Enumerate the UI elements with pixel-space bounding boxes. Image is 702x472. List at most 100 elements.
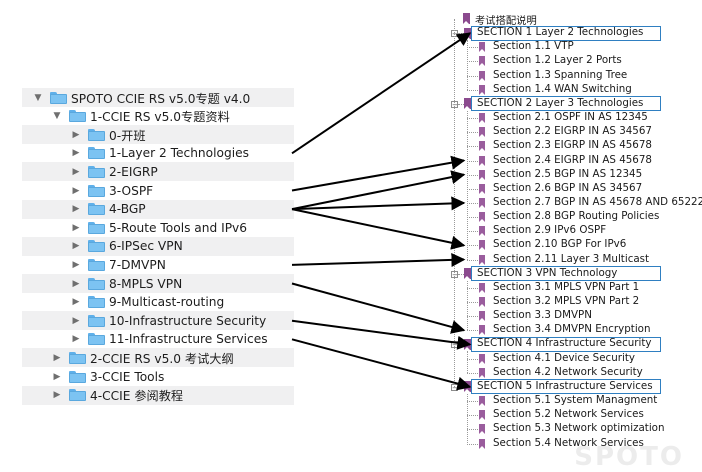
section-item[interactable]: Section 1.1 VTP	[493, 40, 574, 53]
tree-branch-line	[467, 393, 468, 444]
folder-row-12[interactable]: ▶10-Infrastructure Security	[22, 311, 294, 331]
tree-connector	[467, 316, 478, 318]
bookmark-icon	[479, 367, 485, 378]
bookmark-icon	[479, 84, 485, 95]
section-item[interactable]: Section 2.3 EIGRP IN AS 45678	[493, 139, 652, 152]
section-item[interactable]: Section 2.9 IPv6 OSPF	[493, 224, 607, 237]
disclosure-collapsed-icon[interactable]: ▶	[53, 390, 61, 401]
section-item[interactable]: Section 1.4 WAN Switching	[493, 82, 632, 95]
folder-icon	[88, 258, 105, 271]
tree-connector	[467, 330, 478, 332]
disclosure-collapsed-icon[interactable]: ▶	[53, 352, 61, 363]
folder-icon	[69, 110, 86, 123]
section-item[interactable]: Section 2.11 Layer 3 Multicast	[493, 252, 650, 265]
disclosure-collapsed-icon[interactable]: ▶	[53, 371, 61, 382]
disclosure-collapsed-icon[interactable]: ▶	[72, 148, 80, 159]
section-item[interactable]: Section 2.6 BGP IN AS 34567	[493, 181, 643, 194]
tree-connector	[467, 202, 478, 204]
section-item[interactable]: Section 5.1 System Managment	[493, 394, 658, 407]
section-highlight-box	[471, 96, 661, 112]
folder-row-0[interactable]: ▼SPOTO CCIE RS v5.0专题 v4.0	[22, 88, 294, 107]
tree-connector	[467, 429, 478, 431]
folder-row-13[interactable]: ▶11-Infrastructure Services	[22, 330, 294, 349]
tree-connector	[467, 89, 478, 91]
section-item[interactable]: Section 3.2 MPLS VPN Part 2	[493, 295, 640, 307]
section-item[interactable]: Section 5.4 Network Services	[493, 436, 644, 449]
disclosure-collapsed-icon[interactable]: ▶	[72, 297, 80, 308]
folder-row-10[interactable]: ▶ 8-MPLS VPN	[22, 274, 294, 293]
section-heading[interactable]: SECTION 1 Layer 2 Technologies	[477, 26, 644, 39]
disclosure-collapsed-icon[interactable]: ▶	[72, 278, 80, 289]
folder-row-6[interactable]: ▶4-BGP	[22, 199, 294, 219]
section-item[interactable]: Section 1.2 Layer 2 Ports	[493, 54, 622, 67]
folder-icon	[88, 333, 105, 346]
mapping-arrow-1	[291, 155, 466, 192]
bookmark-icon	[479, 424, 485, 435]
section-item[interactable]: Section 2.2 EIGRP IN AS 34567	[493, 125, 652, 138]
section-item[interactable]: Section 4.2 Network Security	[493, 365, 643, 378]
document-outline-tree: SPOTO 考试搭配说明−SECTION 1 Layer 2 Technolog…	[446, 12, 702, 472]
disclosure-collapsed-icon[interactable]: ▶	[72, 334, 80, 345]
folder-row-14[interactable]: ▶ 2-CCIE RS v5.0 考试大纲	[22, 348, 294, 368]
disclosure-expanded-icon[interactable]: ▼	[34, 92, 42, 103]
tree-connector	[458, 103, 464, 105]
bookmark-icon	[479, 113, 485, 124]
disclosure-collapsed-icon[interactable]: ▶	[72, 241, 80, 252]
folder-row-16[interactable]: ▶ 4-CCIE 参阅教程	[22, 385, 294, 405]
section-item[interactable]: Section 2.10 BGP For IPv6	[493, 238, 627, 251]
folder-label: 8-MPLS VPN	[109, 276, 183, 291]
disclosure-collapsed-icon[interactable]: ▶	[72, 315, 80, 326]
section-item[interactable]: Section 2.5 BGP IN AS 12345	[493, 167, 643, 180]
section-item[interactable]: Section 5.2 Network Services	[493, 408, 644, 421]
section-item[interactable]: Section 5.3 Network optimization	[493, 422, 665, 435]
section-item[interactable]: Section 2.4 EIGRP IN AS 45678	[493, 153, 652, 166]
disclosure-collapsed-icon[interactable]: ▶	[72, 222, 80, 233]
folder-row-11[interactable]: ▶9-Multicast-routing	[22, 293, 294, 312]
section-item[interactable]: Section 2.8 BGP Routing Policies	[493, 210, 660, 223]
folder-row-7[interactable]: ▶5-Route Tools and IPv6	[22, 218, 294, 237]
tree-connector	[467, 118, 478, 120]
folder-row-3[interactable]: ▶1-Layer 2 Technologies	[22, 144, 294, 163]
bookmark-icon	[479, 282, 485, 293]
section-item[interactable]: Section 2.7 BGP IN AS 45678 AND 65222	[493, 195, 702, 208]
folder-label: 4-CCIE 参阅教程	[90, 389, 184, 404]
folder-label: 2-EIGRP	[109, 164, 158, 179]
folder-label: 1-CCIE RS v5.0专题资料	[90, 110, 230, 125]
disclosure-collapsed-icon[interactable]: ▶	[72, 259, 80, 270]
folder-row-4[interactable]: ▶ 2-EIGRP	[22, 162, 294, 182]
section-item[interactable]: Section 3.1 MPLS VPN Part 1	[493, 280, 640, 293]
section-highlight-box	[471, 25, 661, 41]
tree-connector	[467, 245, 478, 247]
folder-row-5[interactable]: ▶3-OSPF	[22, 181, 294, 200]
mapping-arrow-5	[291, 252, 466, 267]
disclosure-collapsed-icon[interactable]: ▶	[72, 204, 80, 215]
folder-row-1[interactable]: ▼ 1-CCIE RS v5.0专题资料	[22, 107, 294, 126]
folder-label: 0-开班	[109, 128, 146, 143]
section-heading[interactable]: SECTION 4 Infrastructure Security	[477, 337, 652, 350]
disclosure-collapsed-icon[interactable]: ▶	[72, 185, 80, 196]
section-item[interactable]: Section 2.1 OSPF IN AS 12345	[493, 111, 648, 124]
section-item[interactable]: Section 1.3 Spanning Tree	[493, 68, 628, 81]
tree-connector	[467, 188, 478, 190]
section-item[interactable]: Section 4.1 Device Security	[493, 351, 635, 364]
folder-icon	[88, 184, 105, 197]
folder-label: 2-CCIE RS v5.0 考试大纲	[90, 351, 234, 366]
section-item[interactable]: Section 3.3 DMVPN	[493, 309, 592, 322]
disclosure-collapsed-icon[interactable]: ▶	[72, 129, 80, 140]
disclosure-collapsed-icon[interactable]: ▶	[72, 166, 80, 177]
folder-row-2[interactable]: ▶ 0-开班	[22, 125, 294, 145]
folder-row-15[interactable]: ▶3-CCIE Tools	[22, 367, 294, 386]
bookmark-icon	[479, 396, 485, 407]
outline-top-label[interactable]: 考试搭配说明	[475, 15, 537, 27]
folder-row-9[interactable]: ▶7-DMVPN	[22, 255, 294, 274]
disclosure-expanded-icon[interactable]: ▼	[53, 111, 61, 122]
folder-icon	[69, 389, 86, 402]
tree-branch-line	[467, 40, 468, 90]
folder-icon	[50, 91, 67, 104]
section-heading[interactable]: SECTION 5 Infrastructure Services	[477, 379, 653, 392]
section-item[interactable]: Section 3.4 DMVPN Encryption	[493, 323, 651, 336]
section-heading[interactable]: SECTION 2 Layer 3 Technologies	[477, 96, 644, 109]
folder-row-8[interactable]: ▶6-IPSec VPN	[22, 236, 294, 256]
section-heading[interactable]: SECTION 3 VPN Technology	[477, 266, 618, 279]
